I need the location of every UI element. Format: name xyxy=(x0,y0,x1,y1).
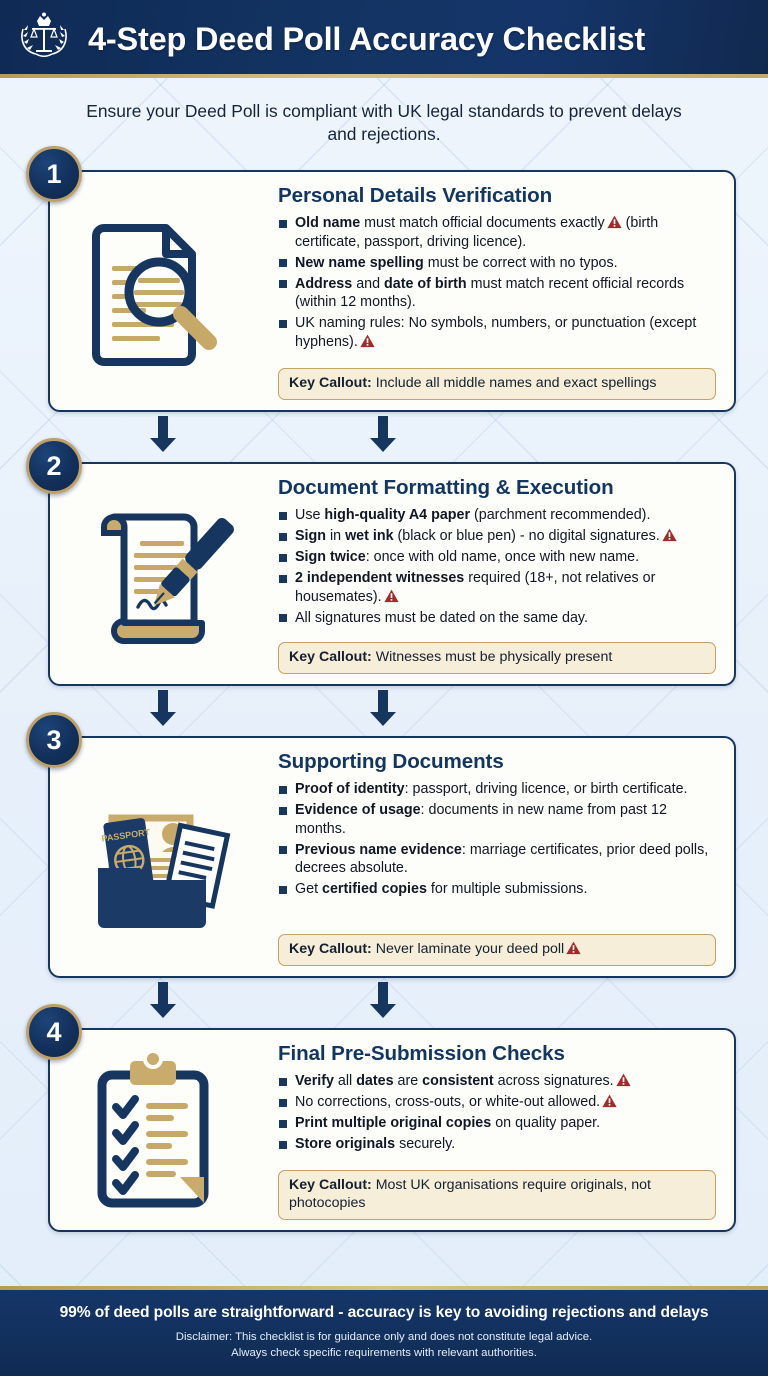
list-item: New name spelling must be correct with n… xyxy=(278,254,718,273)
list-item: Print multiple original copies on qualit… xyxy=(278,1114,718,1133)
warning-icon xyxy=(662,528,677,542)
list-item: Old name must match official documents e… xyxy=(278,214,718,251)
list-item: Get certified copies for multiple submis… xyxy=(278,880,718,899)
key-callout-3: Key Callout: Never laminate your deed po… xyxy=(278,934,716,966)
passport-folder-documents-icon: PASSPORT xyxy=(68,772,238,942)
step-card-1: Personal Details Verification Old name m… xyxy=(48,170,736,412)
step-card-2: Document Formatting & Execution Use high… xyxy=(48,462,736,686)
bullet-list-1: Old name must match official documents e… xyxy=(278,214,718,352)
step-title-4: Final Pre-Submission Checks xyxy=(278,1042,565,1065)
page-title: 4-Step Deed Poll Accuracy Checklist xyxy=(88,20,646,57)
step-title-2: Document Formatting & Execution xyxy=(278,476,614,499)
warning-icon xyxy=(566,941,581,955)
list-item: Use high-quality A4 paper (parchment rec… xyxy=(278,506,718,525)
step-title-1: Personal Details Verification xyxy=(278,184,553,207)
step-title-3: Supporting Documents xyxy=(278,750,504,773)
footer-bar: 99% of deed polls are straightforward - … xyxy=(0,1286,768,1376)
step-content-1: Personal Details Verification Old name m… xyxy=(278,184,718,400)
step-badge-1: 1 xyxy=(26,146,82,202)
scroll-fountain-pen-icon xyxy=(68,489,238,659)
step-content-2: Document Formatting & Execution Use high… xyxy=(278,476,718,674)
step-content-3: Supporting Documents Proof of identity: … xyxy=(278,750,718,966)
down-arrow-icon xyxy=(368,414,398,454)
warning-icon xyxy=(616,1073,631,1087)
connector-group-3 xyxy=(0,980,768,1024)
header-bar: 4-Step Deed Poll Accuracy Checklist xyxy=(0,0,768,78)
connector-group-2 xyxy=(0,688,768,732)
connector-group-1 xyxy=(0,414,768,458)
step-card-3: PASSPORT Supporting Documents Proof of i… xyxy=(48,736,736,978)
disclaimer-line-2: Always check specific requirements with … xyxy=(231,1346,537,1359)
key-callout-1: Key Callout: Include all middle names an… xyxy=(278,368,716,400)
down-arrow-icon xyxy=(148,414,178,454)
footer-headline: 99% of deed polls are straightforward - … xyxy=(59,1304,709,1321)
step-card-4: Final Pre-Submission Checks Verify all d… xyxy=(48,1028,736,1232)
subtitle-text: Ensure your Deed Poll is compliant with … xyxy=(86,101,682,144)
list-item: UK naming rules: No symbols, numbers, or… xyxy=(278,314,718,351)
list-item: Store originals securely. xyxy=(278,1135,718,1154)
clipboard-checklist-icon xyxy=(68,1045,238,1215)
document-magnifier-icon xyxy=(68,206,238,376)
down-arrow-icon xyxy=(368,980,398,1020)
list-item: Verify all dates are consistent across s… xyxy=(278,1072,718,1091)
list-item: 2 independent witnesses required (18+, n… xyxy=(278,569,718,606)
list-item: All signatures must be dated on the same… xyxy=(278,609,718,628)
footer-disclaimer: Disclaimer: This checklist is for guidan… xyxy=(0,1330,768,1361)
list-item: Proof of identity: passport, driving lic… xyxy=(278,780,718,799)
step-badge-4: 4 xyxy=(26,1004,82,1060)
warning-icon xyxy=(384,589,399,603)
list-item: Address and date of birth must match rec… xyxy=(278,275,718,312)
warning-icon xyxy=(607,215,622,229)
step-badge-2: 2 xyxy=(26,438,82,494)
warning-icon xyxy=(360,334,375,348)
down-arrow-icon xyxy=(368,688,398,728)
bullet-list-4: Verify all dates are consistent across s… xyxy=(278,1072,718,1154)
crown-scales-laurel-icon xyxy=(14,8,74,70)
warning-icon xyxy=(602,1094,617,1108)
list-item: Evidence of usage: documents in new name… xyxy=(278,801,718,838)
list-item: Sign twice: once with old name, once wit… xyxy=(278,548,718,567)
list-item: No corrections, cross-outs, or white-out… xyxy=(278,1093,718,1112)
list-item: Sign in wet ink (black or blue pen) - no… xyxy=(278,527,718,546)
bullet-list-2: Use high-quality A4 paper (parchment rec… xyxy=(278,506,718,627)
list-item: Previous name evidence: marriage certifi… xyxy=(278,841,718,878)
disclaimer-line-1: Disclaimer: This checklist is for guidan… xyxy=(175,1331,593,1343)
key-callout-2: Key Callout: Witnesses must be physicall… xyxy=(278,642,716,674)
bullet-list-3: Proof of identity: passport, driving lic… xyxy=(278,780,718,899)
step-content-4: Final Pre-Submission Checks Verify all d… xyxy=(278,1042,718,1220)
key-callout-4: Key Callout: Most UK organisations requi… xyxy=(278,1170,716,1220)
step-badge-3: 3 xyxy=(26,712,82,768)
down-arrow-icon xyxy=(148,980,178,1020)
down-arrow-icon xyxy=(148,688,178,728)
